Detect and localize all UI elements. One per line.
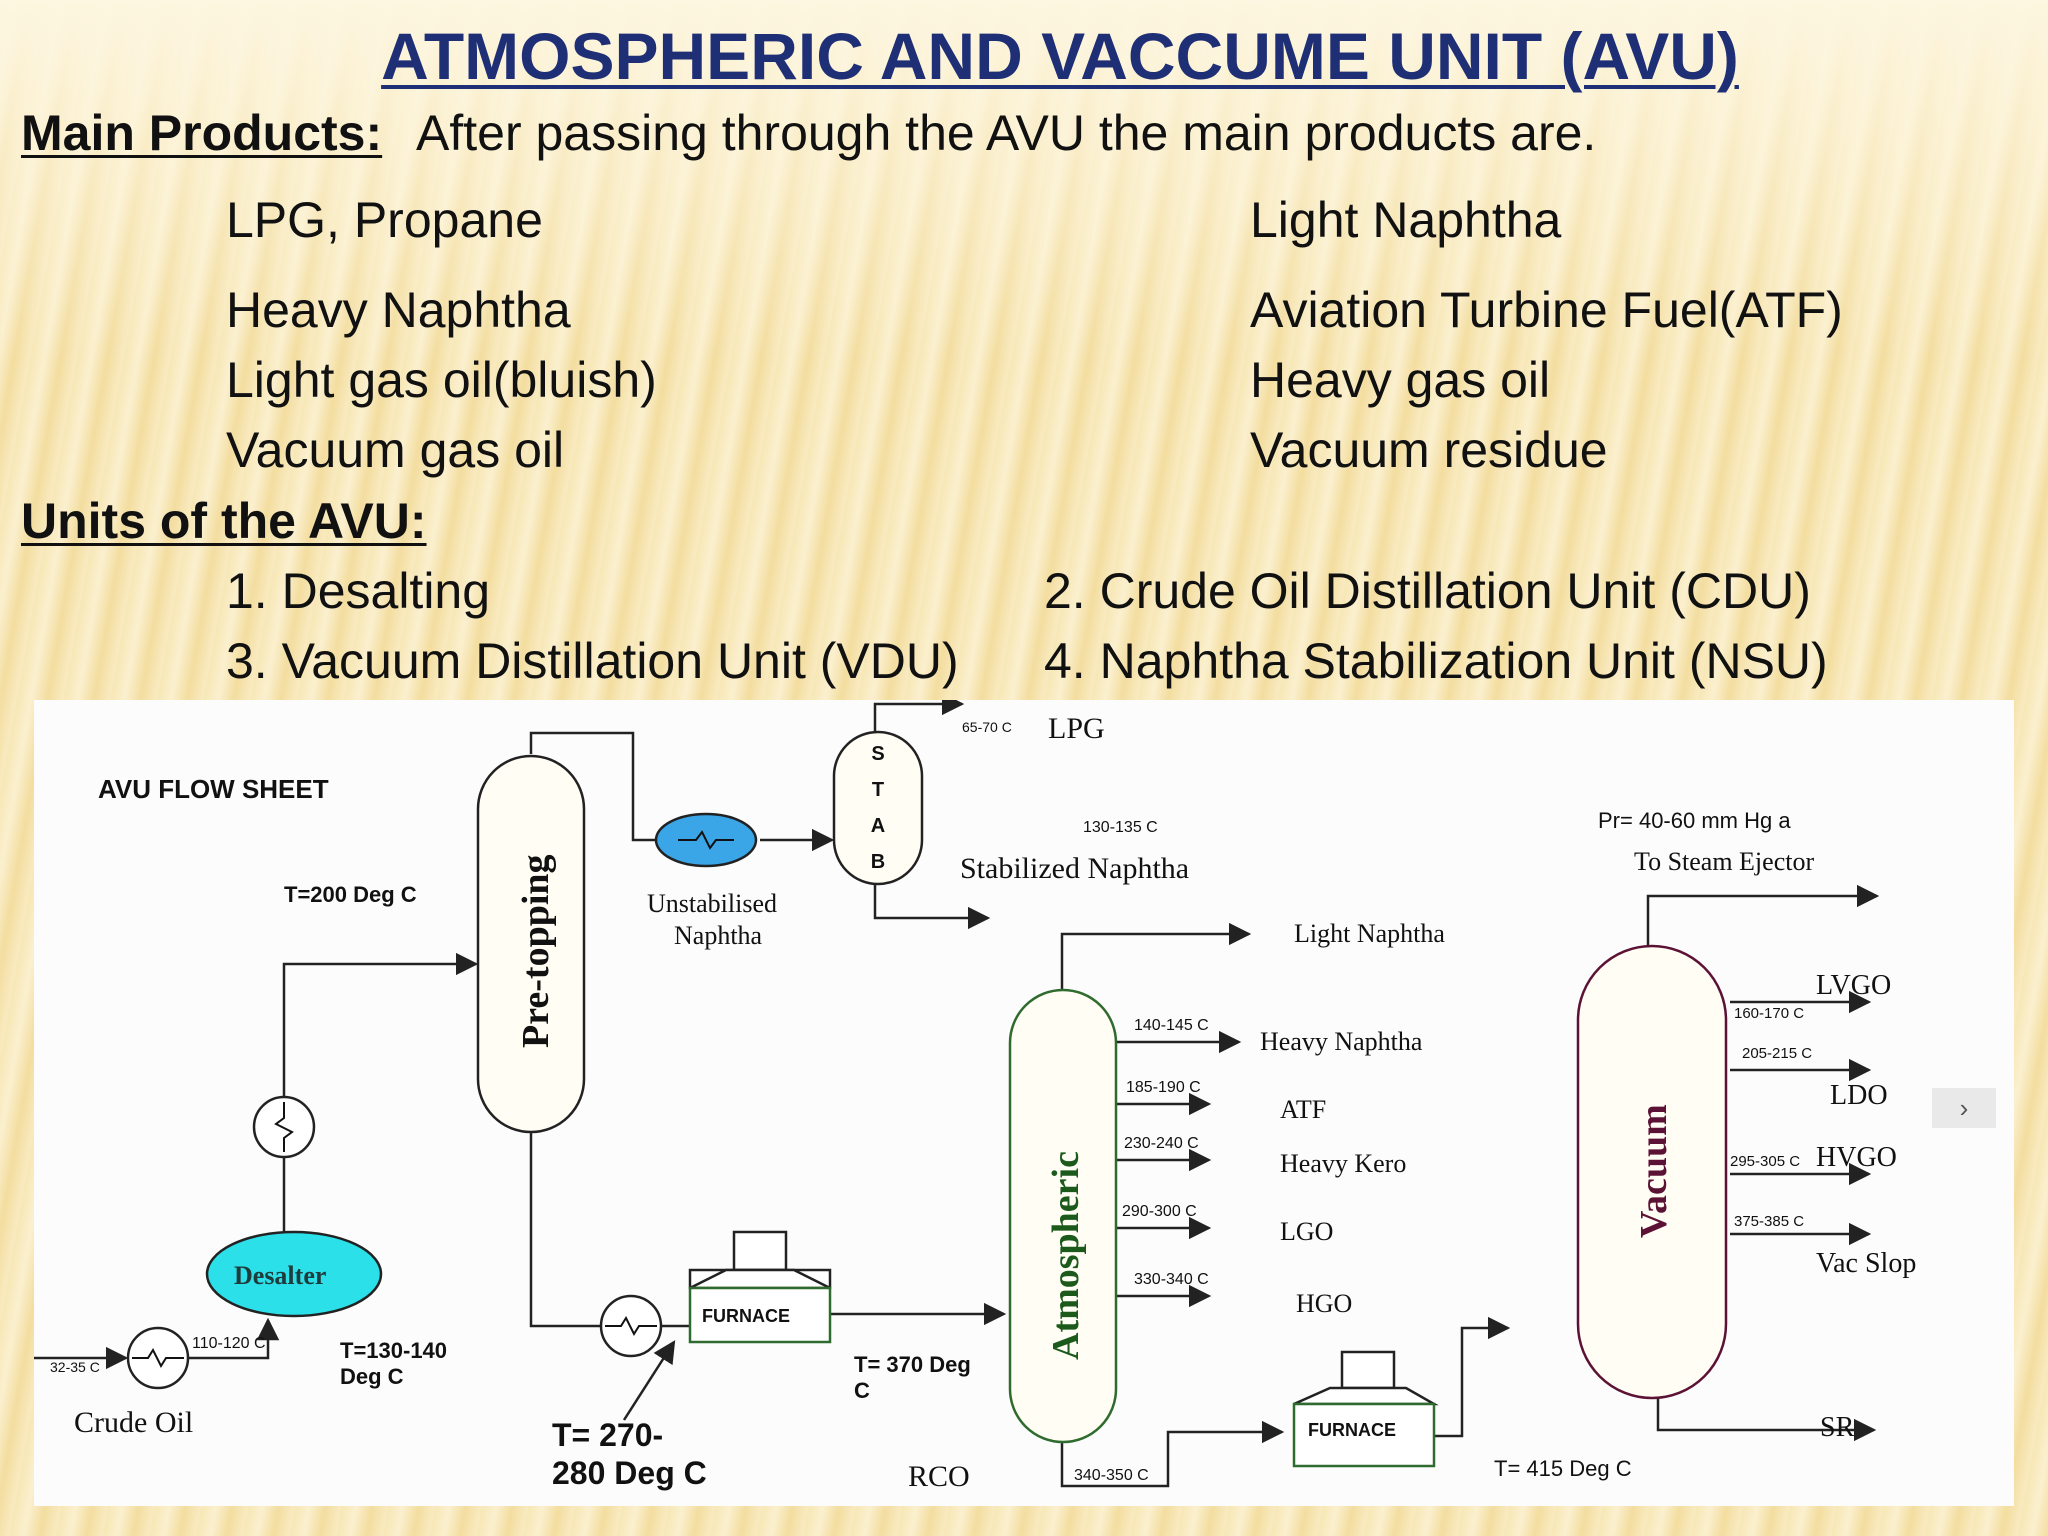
unit-item: 1. Desalting — [226, 563, 491, 619]
atm-product-temp: 290-300 C — [1122, 1203, 1197, 1220]
stab-letter: A — [871, 815, 885, 837]
atm-product-name: ATF — [1280, 1095, 1326, 1124]
stab-bottom-line — [873, 882, 991, 930]
pretop-feed-temp: T=200 Deg C — [284, 882, 417, 907]
vac-product-temp: 375-385 C — [1734, 1213, 1804, 1230]
atmospheric-bottom-line — [1060, 1420, 1285, 1488]
main-products-intro: After passing through the AVU the main p… — [416, 105, 1597, 161]
product-item: Light gas oil(bluish) — [226, 352, 657, 408]
sr-label: SR — [1820, 1412, 1855, 1443]
furnace-2-label: FURNACE — [1308, 1420, 1396, 1440]
unit-item: 4. Naphtha Stabilization Unit (NSU) — [1044, 633, 1828, 689]
vac-product-name: Vac Slop — [1816, 1248, 1916, 1279]
furnace-1-inlet-temp-2: 280 Deg C — [552, 1455, 707, 1491]
vac-product-name: LDO — [1830, 1080, 1888, 1111]
furnace-2-icon — [1292, 1350, 1439, 1468]
flow-sheet-svg: AVU FLOW SHEET T=200 Deg C 32-35 C 110-1… — [34, 700, 1916, 1493]
furnace-1-outlet-temp-2: C — [854, 1378, 870, 1403]
atm-bottom-temp: 340-350 C — [1074, 1467, 1149, 1484]
atm-product-temp: 330-340 C — [1134, 1271, 1209, 1288]
furnace-1-inlet-temp-1: T= 270- — [552, 1417, 663, 1453]
atm-product-name: Light Naphtha — [1294, 919, 1445, 948]
unit-item: 3. Vacuum Distillation Unit (VDU) — [226, 633, 959, 689]
steam-ejector-label: To Steam Ejector — [1634, 847, 1814, 876]
stab-letter: S — [871, 743, 884, 765]
furnace-1-icon — [688, 1230, 832, 1344]
vac-product-temp: 295-305 C — [1730, 1153, 1800, 1170]
atm-product-temp: 230-240 C — [1124, 1135, 1199, 1152]
desalter-label: Desalter — [234, 1261, 326, 1290]
desalter-out-temp-2: Deg C — [340, 1364, 404, 1389]
atm-product-name: Heavy Naphtha — [1260, 1027, 1423, 1056]
pretopping-label: Pre-topping — [515, 854, 557, 1048]
vac-product-temp: 160-170 C — [1734, 1005, 1804, 1022]
stab-letter: T — [872, 779, 884, 801]
vacuum-pressure: Pr= 40-60 mm Hg a — [1598, 808, 1791, 833]
lpg-label: LPG — [1048, 712, 1105, 745]
furnace-2-outlet-temp: T= 415 Deg C — [1494, 1456, 1632, 1481]
lpg-temp: 65-70 C — [962, 719, 1012, 735]
atmospheric-label: Atmospheric — [1045, 1151, 1087, 1360]
light-naphtha-line — [1060, 922, 1252, 990]
crude-oil-label: Crude Oil — [74, 1406, 193, 1439]
vac-product-name: HVGO — [1816, 1142, 1897, 1173]
heater-to-pretopping-line — [282, 952, 479, 1100]
atm-product-name: Heavy Kero — [1280, 1149, 1406, 1178]
slide-background — [0, 0, 2048, 360]
product-item: Heavy Naphtha — [226, 282, 571, 338]
vacuum-label: Vacuum — [1633, 1104, 1675, 1238]
unit-item: 2. Crude Oil Distillation Unit (CDU) — [1044, 563, 1811, 619]
pretopping-overhead-line — [529, 731, 656, 842]
units-heading: Units of the AVU: — [21, 493, 427, 549]
vacuum-column — [1576, 944, 1728, 1400]
desalter-vessel — [205, 1230, 383, 1318]
temperature-pointer-line — [622, 1340, 676, 1421]
atmospheric-column — [1008, 988, 1118, 1444]
product-item: Aviation Turbine Fuel(ATF) — [1250, 282, 1843, 338]
product-item: Heavy gas oil — [1250, 352, 1551, 408]
crude-temp: 32-35 C — [50, 1359, 100, 1375]
stabilized-naphtha-label: Stabilized Naphtha — [960, 852, 1189, 885]
flow-sheet-title: AVU FLOW SHEET — [98, 774, 329, 804]
unstabilised-label-2: Naphtha — [674, 921, 763, 950]
main-products-heading: Main Products: — [21, 105, 383, 161]
vac-product-temp: 205-215 C — [1742, 1045, 1812, 1062]
stabilizer-column — [832, 730, 924, 886]
atm-product-temp: 130-135 C — [1083, 819, 1158, 836]
sr-line — [1656, 1396, 1877, 1442]
furnace-to-vacuum-line — [1434, 1316, 1511, 1438]
steam-ejector-line — [1646, 884, 1880, 946]
exchanger-to-desalter-line — [188, 1317, 280, 1360]
next-slide-button[interactable]: › — [1932, 1088, 1996, 1128]
vac-product-name: LVGO — [1816, 970, 1891, 1001]
product-item: Light Naphtha — [1250, 192, 1562, 248]
avu-flow-sheet: AVU FLOW SHEET T=200 Deg C 32-35 C 110-1… — [34, 700, 2014, 1506]
rco-label: RCO — [908, 1460, 970, 1493]
furnace-1-outlet-temp-1: T= 370 Deg — [854, 1352, 971, 1377]
unstabilised-label-1: Unstabilised — [647, 889, 777, 918]
atm-product-name: LGO — [1280, 1217, 1333, 1246]
lpg-line — [873, 700, 965, 738]
pretopping-bottom-line — [529, 1130, 600, 1328]
product-item: Vacuum residue — [1250, 422, 1608, 478]
atm-product-temp: 185-190 C — [1126, 1079, 1201, 1096]
desalter-out-temp-1: T=130-140 — [340, 1338, 447, 1363]
slide-title: ATMOSPHERIC AND VACCUME UNIT (AVU) — [381, 19, 1739, 93]
product-item: Vacuum gas oil — [226, 422, 565, 478]
stab-letter: B — [871, 851, 885, 873]
furnace-1-label: FURNACE — [702, 1306, 790, 1326]
atm-product-temp: 140-145 C — [1134, 1017, 1209, 1034]
product-item: LPG, Propane — [226, 192, 543, 248]
atm-product-name: HGO — [1296, 1289, 1352, 1318]
pretopping-column — [476, 754, 586, 1134]
exchanger-out-temp: 110-120 C — [192, 1335, 266, 1352]
